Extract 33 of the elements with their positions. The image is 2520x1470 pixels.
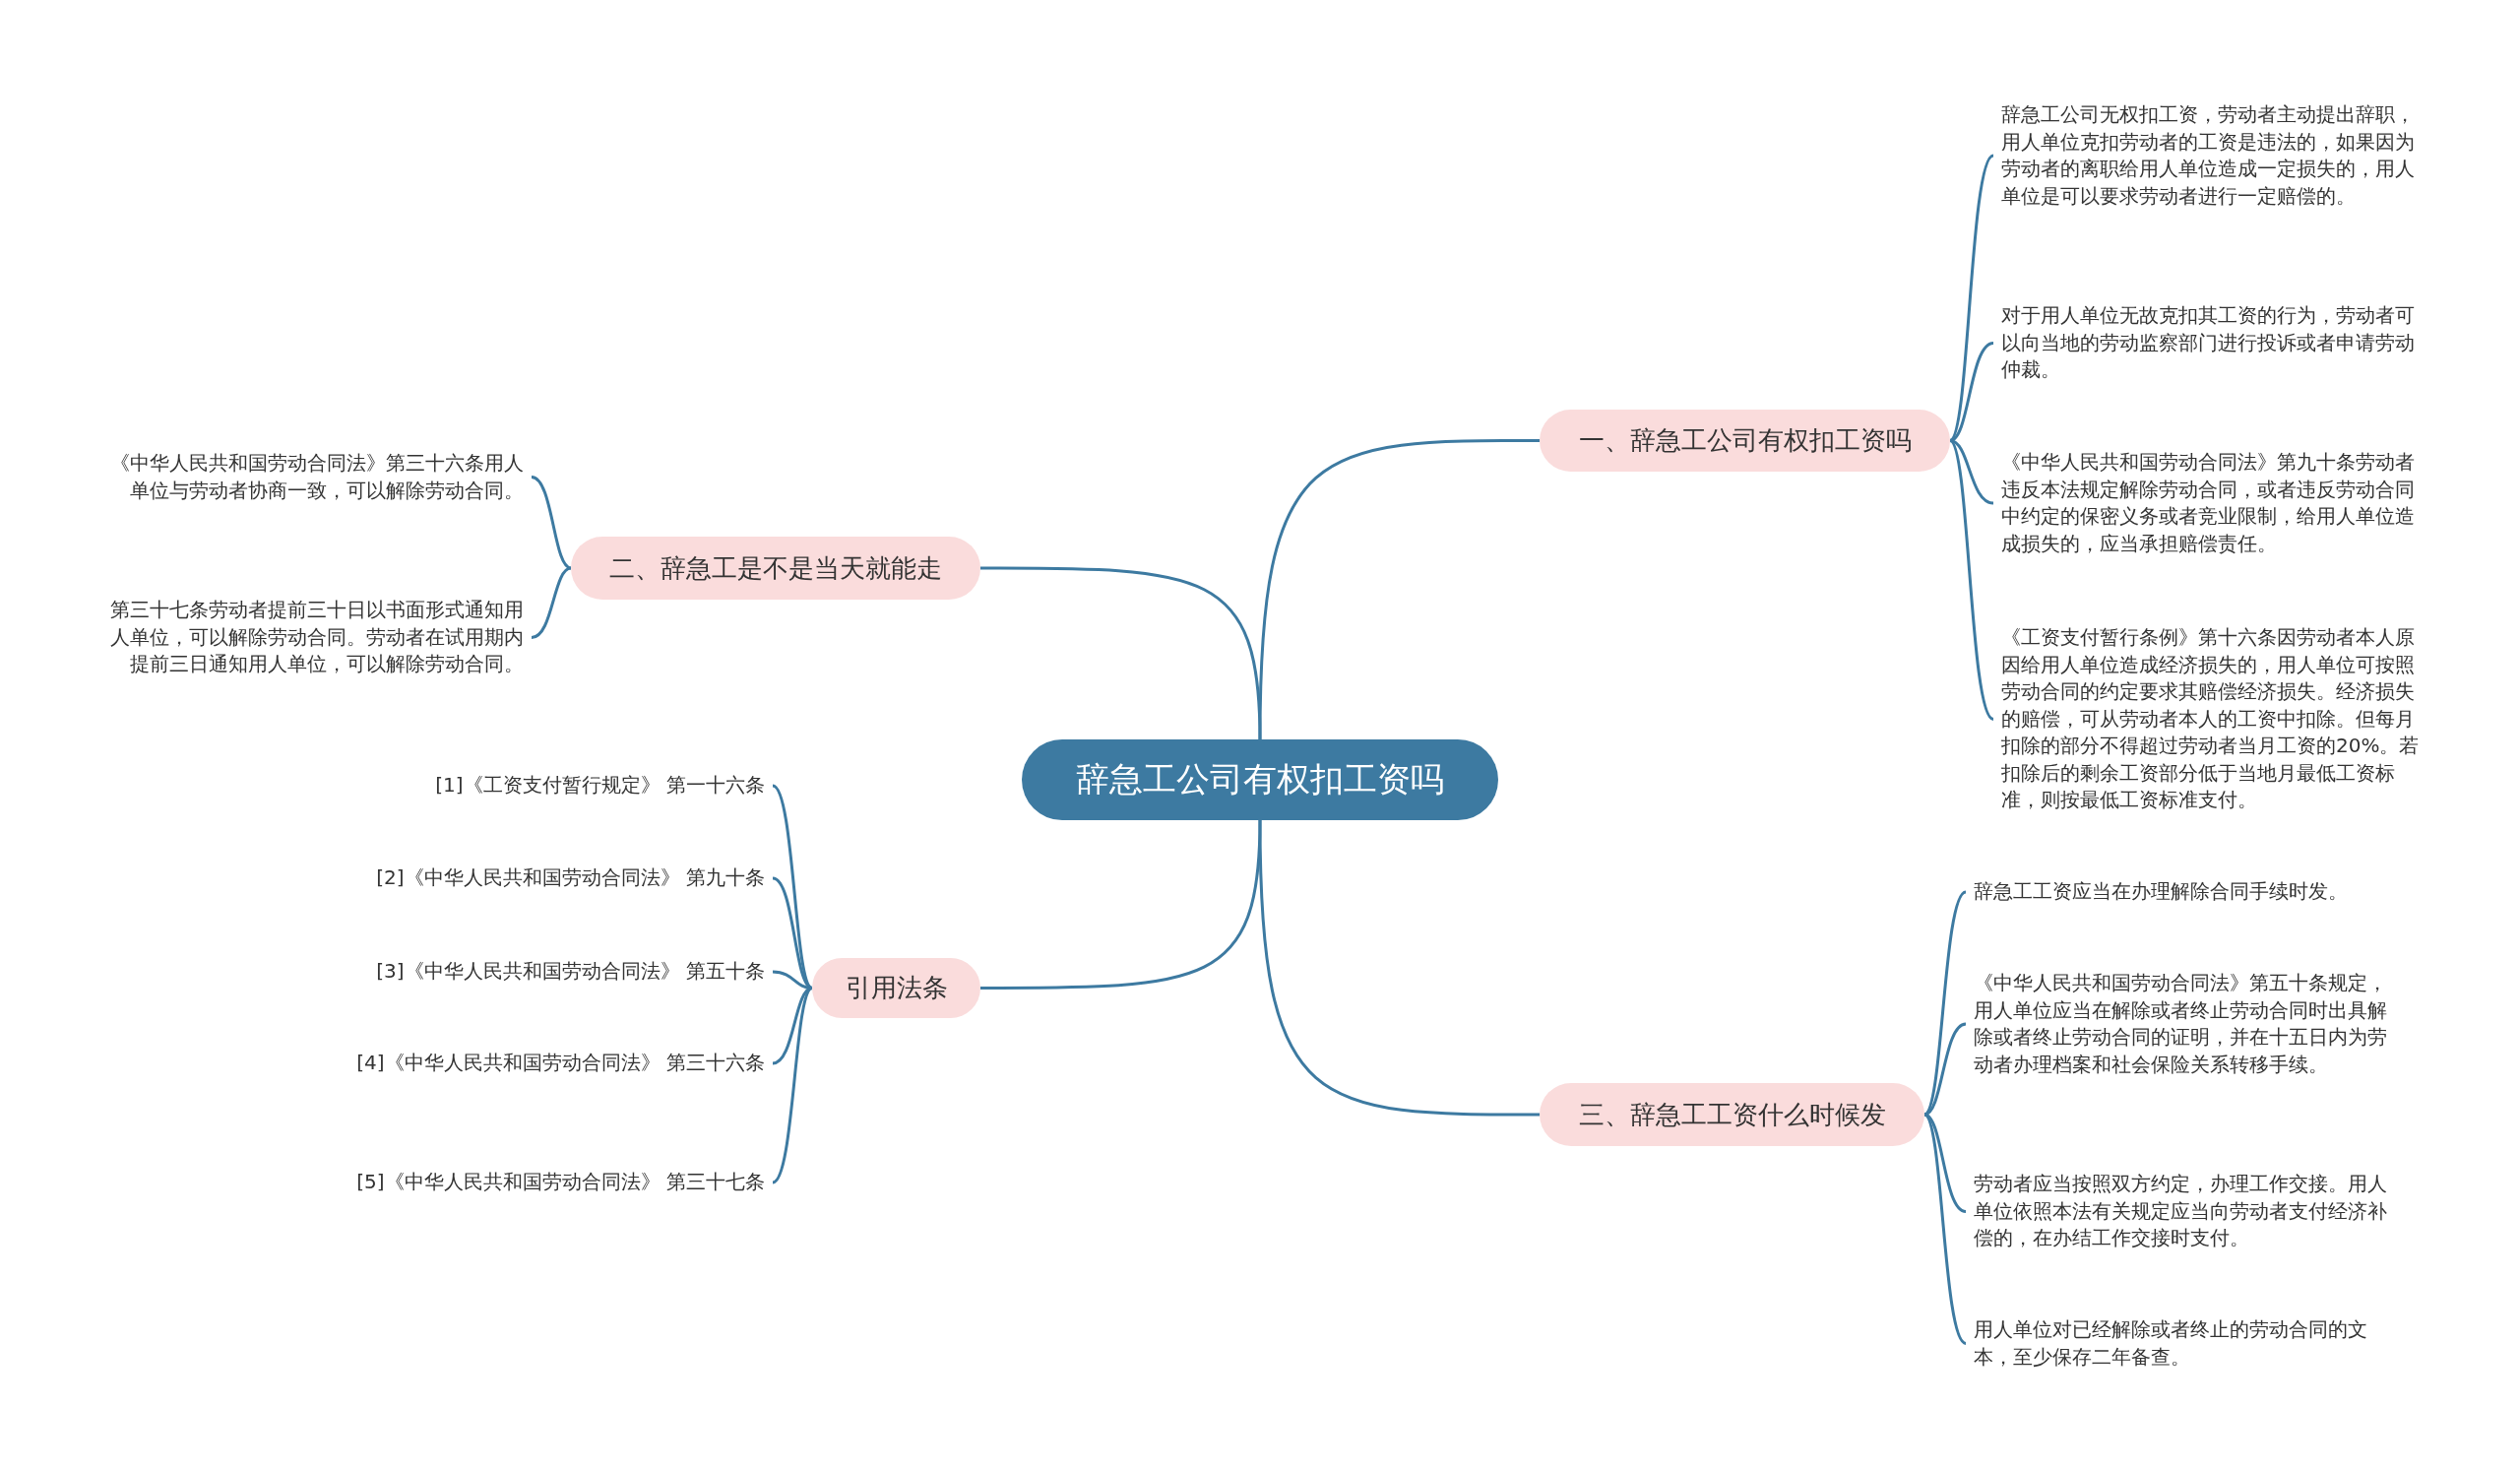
topic-pill: 引用法条: [812, 958, 980, 1018]
note-text: [1]《工资支付暂行规定》 第一十六条: [335, 772, 773, 799]
connector-line: [1949, 342, 1994, 442]
note-text: [4]《中华人民共和国劳动合同法》 第三十六条: [335, 1050, 773, 1077]
note-text: [5]《中华人民共和国劳动合同法》 第三十七条: [335, 1169, 773, 1196]
connector-line: [531, 476, 572, 570]
connector-line: [531, 566, 572, 639]
note-text: [2]《中华人民共和国劳动合同法》 第九十条: [335, 864, 773, 892]
topic-pill: 二、辞急工是不是当天就能走: [571, 537, 980, 600]
connector-line: [1948, 439, 1995, 721]
connector-line: [1258, 819, 1540, 1117]
connector-line: [772, 876, 813, 990]
central-topic: 辞急工公司有权扣工资吗: [1022, 739, 1498, 820]
connector-line: [1922, 1113, 1967, 1345]
note-text: 对于用人单位无故克扣其工资的行为，劳动者可以向当地的劳动监察部门进行投诉或者申请劳动仲裁。: [1993, 302, 2431, 384]
note-text: 第三十七条劳动者提前三十日以书面形式通知用人单位，可以解除劳动合同。劳动者在试用期内提前三日通知用人单位，可以解除劳动合同。: [94, 597, 532, 678]
topic-pill: 一、辞急工公司有权扣工资吗: [1540, 410, 1950, 472]
note-text: 《中华人民共和国劳动合同法》第五十条规定，用人单位应当在解除或者终止劳动合同时出具解除或者终止劳动合同的证明，并在十五日内为劳动者办理档案和社会保险关系转移手续。: [1966, 970, 2404, 1078]
note-text: 《中华人民共和国劳动合同法》第九十条劳动者违反本法规定解除劳动合同，或者违反劳动合同中约定的保密义务或者竞业限制，给用人单位造成损失的，应当承担赔偿责任。: [1993, 449, 2431, 557]
connector-line: [1949, 439, 1994, 505]
connector-line: [1948, 154, 1995, 442]
note-text: 劳动者应当按照双方约定，办理工作交接。用人单位依照本法有关规定应当向劳动者支付经济补偿的，在办结工作交接时支付。: [1966, 1171, 2404, 1252]
connector-line: [772, 987, 814, 1184]
topic-pill: 三、辞急工工资什么时候发: [1540, 1083, 1924, 1146]
connector-line: [980, 819, 1262, 990]
connector-line: [980, 566, 1262, 740]
note-text: 《中华人民共和国劳动合同法》第三十六条用人单位与劳动者协商一致，可以解除劳动合同。: [94, 450, 532, 504]
note-text: 辞急工工资应当在办理解除合同手续时发。: [1966, 878, 2404, 906]
note-text: [3]《中华人民共和国劳动合同法》 第五十条: [335, 958, 773, 986]
note-text: 辞急工公司无权扣工资，劳动者主动提出辞职，用人单位克扣劳动者的工资是违法的，如果因为劳动者的离职给用人单位造成一定损失的，用人单位是可以要求劳动者进行一定赔偿的。: [1993, 101, 2431, 210]
note-text: 《工资支付暂行条例》第十六条因劳动者本人原因给用人单位造成经济损失的，用人单位可按照劳动合同的约定要求其赔偿经济损失。经济损失的赔偿，可从劳动者本人的工资中扣除。但每月扣除的部分不得超过劳动者当月工资的20%。若扣除后的剩余工资部分低于当地月最低工资标准，则按最低工资标准支付。: [1993, 624, 2431, 814]
connector-line: [1258, 439, 1540, 740]
note-text: 用人单位对已经解除或者终止的劳动合同的文本，至少保存二年备查。: [1966, 1316, 2404, 1371]
